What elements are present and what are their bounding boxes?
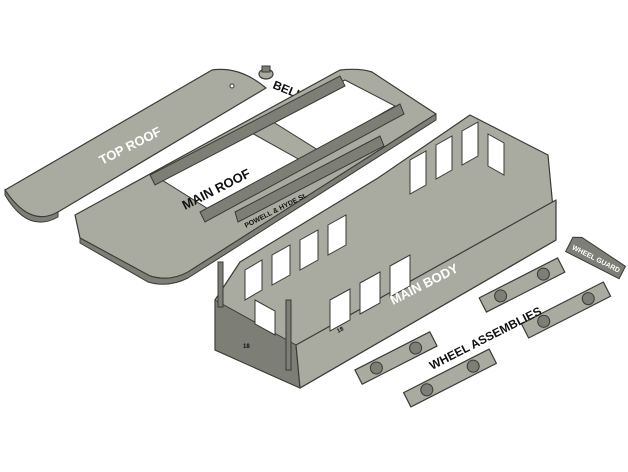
wheel-assembly-1 <box>354 331 438 385</box>
windows <box>244 121 505 336</box>
main-body-part: 18 18 MAIN BODY <box>214 114 557 389</box>
car-number-side: 18 <box>336 326 345 335</box>
main-roof-part: POWELL & HYDE St. MAIN ROOF <box>74 68 437 285</box>
wheel-assembly-2 <box>402 348 498 408</box>
wheel-assembly-4 <box>520 281 612 339</box>
wheel-guard-part: WHEEL GUARD <box>564 236 627 280</box>
wheel-assembly-3 <box>478 257 566 313</box>
car-number-front: 18 <box>243 344 250 350</box>
